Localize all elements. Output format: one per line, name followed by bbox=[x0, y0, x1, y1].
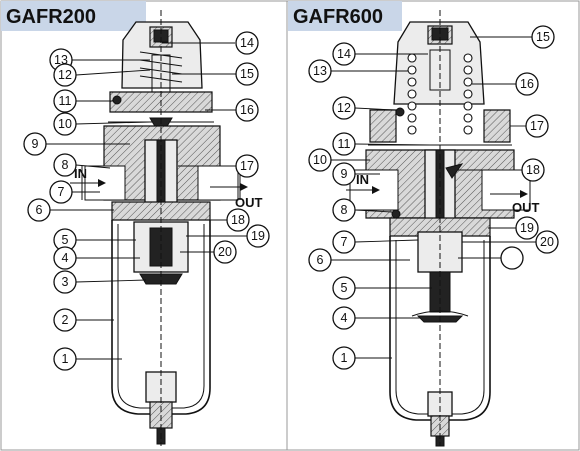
callout-3: 4 bbox=[332, 306, 420, 330]
callout-7: 8 bbox=[332, 198, 393, 222]
svg-text:3: 3 bbox=[62, 275, 69, 289]
callout-4: 4 bbox=[53, 246, 140, 270]
svg-text:16: 16 bbox=[520, 77, 534, 91]
svg-text:5: 5 bbox=[62, 233, 69, 247]
svg-text:9: 9 bbox=[341, 167, 348, 181]
svg-text:9: 9 bbox=[32, 137, 39, 151]
svg-text:18: 18 bbox=[526, 163, 540, 177]
callout-16: 16 bbox=[205, 98, 259, 122]
callout-17: 18 bbox=[458, 158, 545, 182]
svg-text:4: 4 bbox=[62, 251, 69, 265]
svg-text:16: 16 bbox=[240, 103, 254, 117]
callout-11: 11 bbox=[53, 89, 113, 113]
gafr600-drawing bbox=[349, 10, 531, 447]
callout-19: 20 bbox=[462, 230, 559, 254]
svg-text:15: 15 bbox=[536, 30, 550, 44]
panel-gafr600: GAFR600 bbox=[288, 1, 559, 447]
callout-4: 5 bbox=[332, 276, 432, 300]
callout-18: 19 bbox=[488, 216, 539, 240]
svg-text:19: 19 bbox=[520, 221, 534, 235]
callout-8: 9 bbox=[332, 162, 380, 186]
svg-text:13: 13 bbox=[313, 64, 327, 78]
svg-text:12: 12 bbox=[58, 68, 72, 82]
callout-13: 14 bbox=[332, 42, 428, 66]
svg-text:14: 14 bbox=[240, 36, 254, 50]
callout-10: 11 bbox=[332, 132, 431, 156]
callout-1: 1 bbox=[332, 346, 392, 370]
callout-5: 6 bbox=[308, 248, 410, 272]
svg-text:7: 7 bbox=[341, 235, 348, 249]
callout-14: 14 bbox=[162, 31, 259, 55]
callout-6: 7 bbox=[332, 230, 419, 254]
callout-9: 9 bbox=[23, 132, 130, 156]
callout-6: 6 bbox=[27, 198, 114, 222]
out-arrowhead bbox=[520, 190, 528, 198]
callout-20: 20 bbox=[180, 240, 237, 264]
in-port-label: IN bbox=[356, 172, 369, 187]
svg-text:7: 7 bbox=[58, 185, 65, 199]
callout-17: 17 bbox=[178, 154, 259, 178]
svg-text:14: 14 bbox=[337, 47, 351, 61]
svg-text:20: 20 bbox=[218, 245, 232, 259]
callout-18: 18 bbox=[208, 208, 250, 232]
svg-text:12: 12 bbox=[337, 101, 351, 115]
callout-9: 10 bbox=[308, 148, 370, 172]
callout-15: 16 bbox=[472, 72, 539, 96]
callout-10: 10 bbox=[53, 112, 151, 136]
svg-text:2: 2 bbox=[62, 313, 69, 327]
panel-title: GAFR200 bbox=[6, 6, 96, 28]
svg-text:6: 6 bbox=[36, 203, 43, 217]
svg-text:10: 10 bbox=[58, 117, 72, 131]
callout-15: 15 bbox=[172, 62, 259, 86]
svg-text:10: 10 bbox=[313, 153, 327, 167]
spring-coils bbox=[407, 53, 473, 135]
svg-text:4: 4 bbox=[341, 311, 348, 325]
in-port-label: IN bbox=[74, 166, 87, 181]
panel-title: GAFR600 bbox=[293, 6, 383, 28]
in-arrowhead bbox=[98, 179, 106, 187]
svg-text:8: 8 bbox=[341, 203, 348, 217]
callout-5: 5 bbox=[53, 228, 136, 252]
out-port-label: OUT bbox=[512, 200, 540, 215]
callout-8: 8 bbox=[53, 153, 111, 177]
svg-text:11: 11 bbox=[59, 94, 72, 108]
svg-text:5: 5 bbox=[341, 281, 348, 295]
out-port-label: OUT bbox=[235, 195, 263, 210]
svg-text:20: 20 bbox=[540, 235, 554, 249]
callout-12: 13 bbox=[308, 59, 408, 83]
svg-text:8: 8 bbox=[62, 158, 69, 172]
callout-14: 15 bbox=[470, 25, 555, 49]
callout-12: 12 bbox=[53, 63, 151, 87]
callout-7: 7 bbox=[49, 180, 100, 204]
svg-text:17: 17 bbox=[530, 119, 544, 133]
svg-text:18: 18 bbox=[231, 213, 245, 227]
panel-gafr200: GAFR200 bbox=[1, 1, 270, 446]
callout-20 bbox=[458, 246, 524, 270]
callout-2: 2 bbox=[53, 308, 114, 332]
in-arrowhead bbox=[372, 186, 380, 194]
panel-title-bg bbox=[1, 1, 146, 31]
svg-text:6: 6 bbox=[317, 253, 324, 267]
callout-16: 17 bbox=[510, 114, 549, 138]
gafr200-drawing bbox=[81, 10, 241, 446]
callout-3: 3 bbox=[53, 270, 147, 294]
callout-19: 19 bbox=[186, 224, 270, 248]
callout-1: 1 bbox=[53, 347, 122, 371]
svg-text:1: 1 bbox=[62, 352, 69, 366]
svg-text:1: 1 bbox=[341, 351, 348, 365]
callout-11: 12 bbox=[332, 96, 397, 120]
svg-text:17: 17 bbox=[240, 159, 254, 173]
svg-text:19: 19 bbox=[251, 229, 265, 243]
svg-text:11: 11 bbox=[338, 137, 351, 151]
panel-title-bg bbox=[288, 1, 402, 31]
out-arrowhead bbox=[240, 183, 248, 191]
svg-text:15: 15 bbox=[240, 67, 254, 81]
